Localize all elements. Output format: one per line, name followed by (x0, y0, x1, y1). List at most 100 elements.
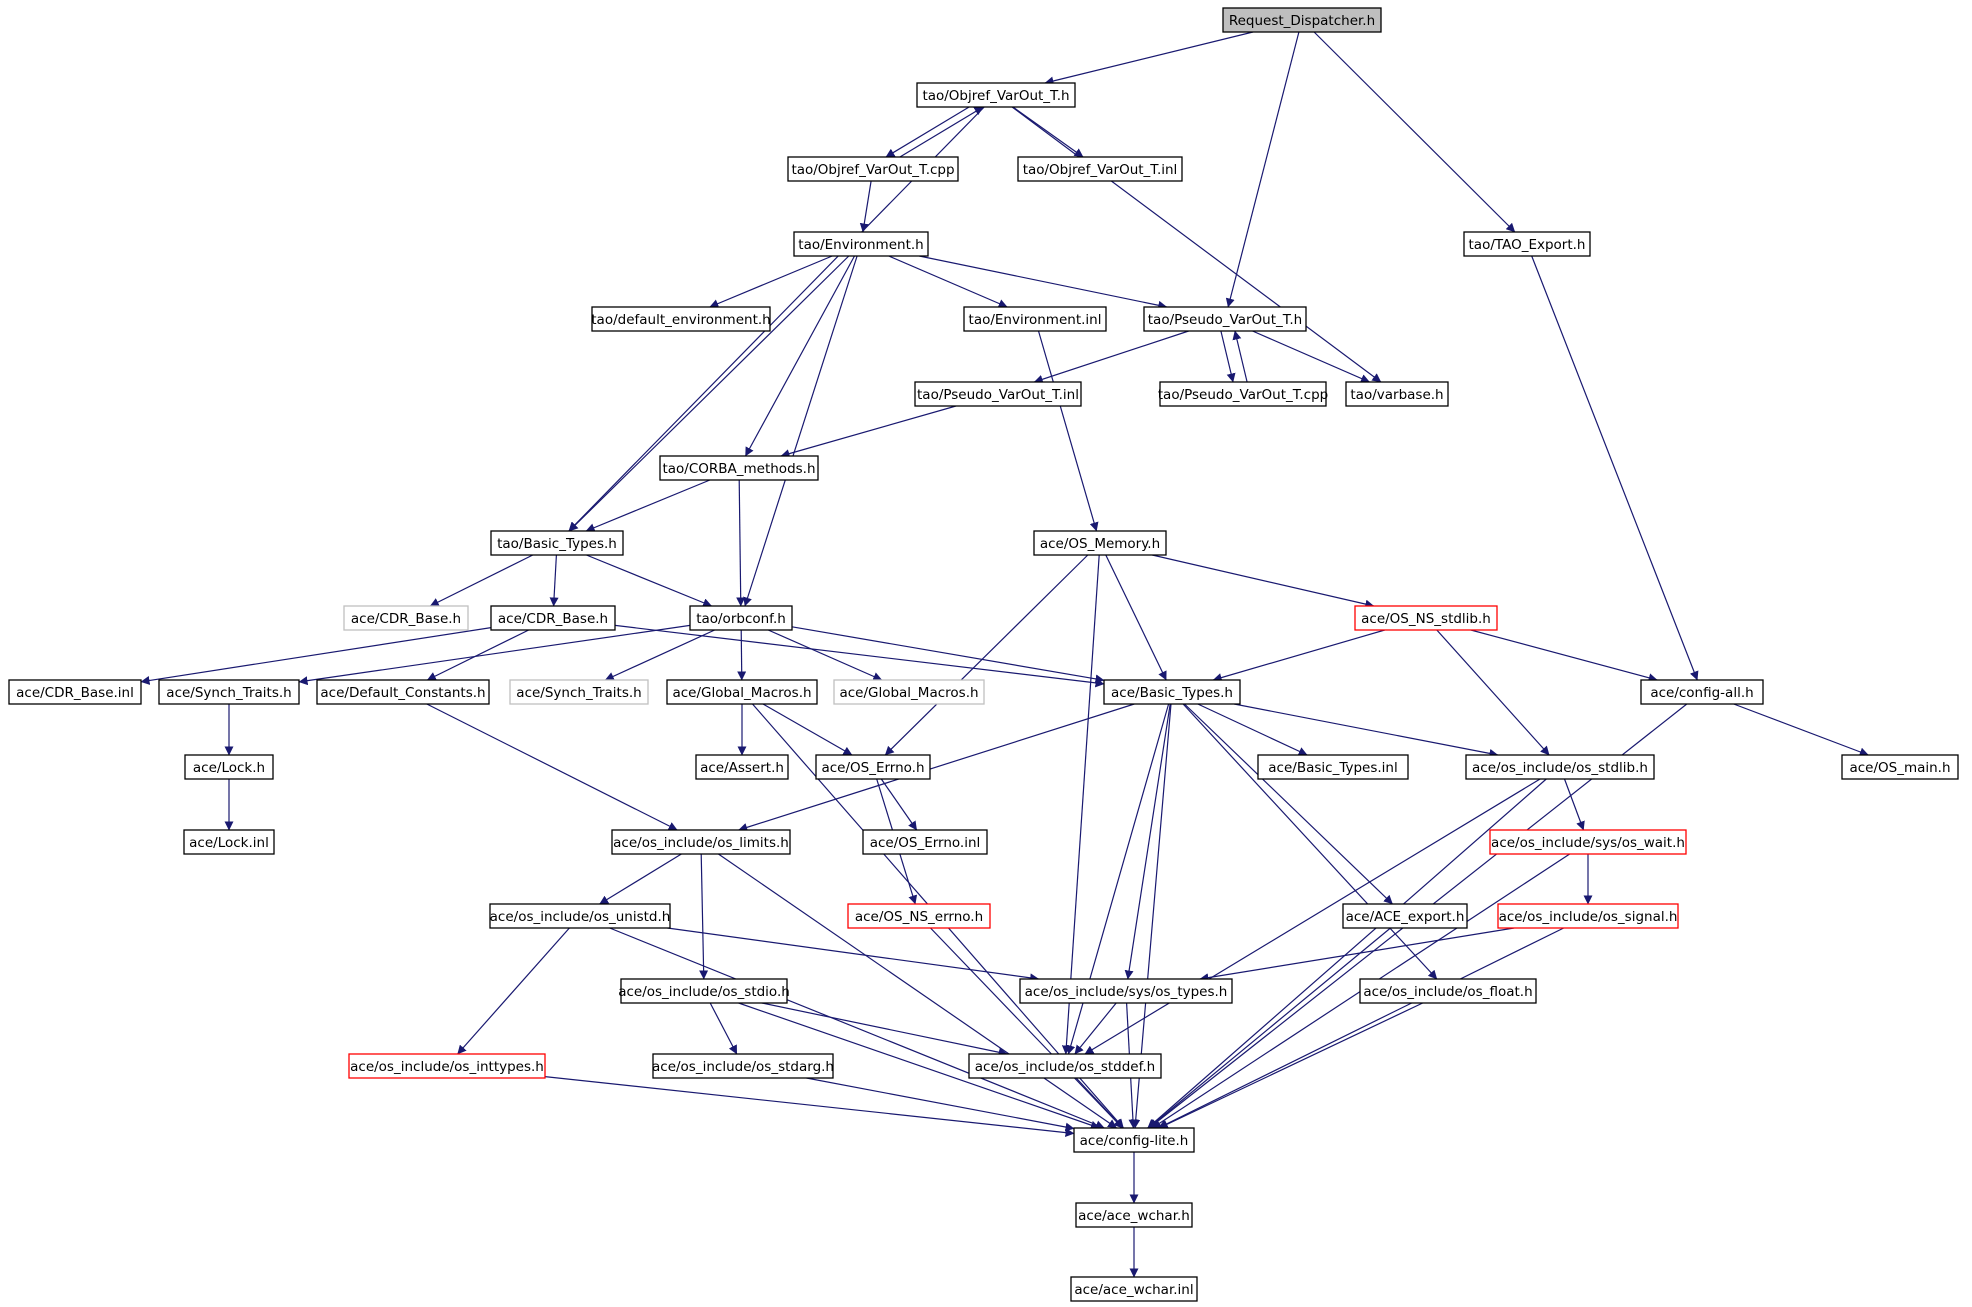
node-label: ace/CDR_Base.h (498, 611, 608, 627)
node-box (1073, 1127, 1195, 1153)
node-pseudo_varout_inl[interactable]: tao/Pseudo_VarOut_T.inl (914, 381, 1082, 407)
node-synch_traits_gray[interactable]: ace/Synch_Traits.h (509, 679, 649, 705)
node-os_ns_stdlib[interactable]: ace/OS_NS_stdlib.h (1354, 605, 1498, 631)
node-pseudo_varout_cpp[interactable]: tao/Pseudo_VarOut_T.cpp (1158, 381, 1328, 407)
node-basic_types_inl[interactable]: ace/Basic_Types.inl (1257, 754, 1409, 780)
edge-os_errno-to-os_errno_inl (880, 778, 918, 831)
node-cdr_base_gray[interactable]: ace/CDR_Base.h (343, 605, 469, 631)
edge-tao_basic_types-to-cdr_base_gray (429, 554, 534, 607)
node-box (666, 679, 818, 705)
node-lock_inl[interactable]: ace/Lock.inl (183, 829, 275, 855)
edge-pseudo_varout_inl-to-corba_methods (780, 405, 957, 458)
node-box (158, 679, 300, 705)
node-os_stdlib[interactable]: ace/os_include/os_stdlib.h (1465, 754, 1655, 780)
node-cdr_base_inl[interactable]: ace/CDR_Base.inl (8, 679, 142, 705)
node-os_inttypes[interactable]: ace/os_include/os_inttypes.h (348, 1053, 546, 1079)
edge-os_stdio-to-os_stdarg (709, 1002, 738, 1055)
node-os_limits[interactable]: ace/os_include/os_limits.h (611, 829, 791, 855)
node-synch_traits[interactable]: ace/Synch_Traits.h (158, 679, 300, 705)
node-global_macros[interactable]: ace/Global_Macros.h (666, 679, 818, 705)
node-orbconf[interactable]: tao/orbconf.h (689, 605, 793, 631)
node-box (1465, 754, 1655, 780)
node-os_signal[interactable]: ace/os_include/os_signal.h (1497, 903, 1679, 929)
node-objref_varout_h[interactable]: tao/Objref_VarOut_T.h (916, 82, 1076, 108)
node-config_lite[interactable]: ace/config-lite.h (1073, 1127, 1195, 1153)
edge-objref_varout_cpp-to-environment_h (859, 180, 872, 233)
edge-orbconf-to-global_macros_gray (767, 629, 883, 681)
node-corba_methods[interactable]: tao/CORBA_methods.h (659, 455, 819, 481)
node-box (184, 754, 274, 780)
node-box (8, 679, 142, 705)
node-ace_basic_types[interactable]: ace/Basic_Types.h (1103, 679, 1241, 705)
node-box (916, 82, 1076, 108)
node-objref_varout_cpp[interactable]: tao/Objref_VarOut_T.cpp (787, 156, 959, 182)
node-ace_wchar_h[interactable]: ace/ace_wchar.h (1075, 1202, 1193, 1228)
node-label: tao/orbconf.h (696, 611, 786, 627)
node-label: Request_Dispatcher.h (1229, 13, 1375, 29)
node-label: ace/OS_main.h (1849, 760, 1950, 776)
node-label: ace/os_include/os_signal.h (1499, 909, 1678, 925)
node-os_stdio[interactable]: ace/os_include/os_stdio.h (618, 978, 790, 1004)
node-label: ace/os_include/os_stdlib.h (1472, 760, 1648, 776)
node-box (1257, 754, 1409, 780)
node-box (316, 679, 490, 705)
node-global_macros_gray[interactable]: ace/Global_Macros.h (833, 679, 985, 705)
node-default_environment[interactable]: tao/default_environment.h (591, 306, 771, 332)
node-box (1497, 903, 1679, 929)
node-label: tao/Pseudo_VarOut_T.inl (917, 387, 1079, 403)
node-os_wait[interactable]: ace/os_include/sys/os_wait.h (1489, 829, 1687, 855)
edge-ace_basic_types-to-os_limits (738, 703, 1135, 832)
node-os_float[interactable]: ace/os_include/os_float.h (1359, 978, 1537, 1004)
node-label: ace/os_include/os_inttypes.h (350, 1059, 544, 1075)
node-label: ace/os_include/os_unistd.h (490, 909, 671, 925)
node-label: ace/os_include/sys/os_wait.h (1491, 835, 1685, 851)
edge-tao_basic_types-to-cdr_base (549, 554, 559, 607)
node-environment_inl[interactable]: tao/Environment.inl (963, 306, 1107, 332)
edge-corba_methods-to-orbconf (736, 479, 746, 607)
node-lock_h[interactable]: ace/Lock.h (184, 754, 274, 780)
node-os_stdarg[interactable]: ace/os_include/os_stdarg.h (652, 1053, 834, 1079)
node-default_constants[interactable]: ace/Default_Constants.h (316, 679, 490, 705)
edge-objref_varout_h-to-objref_varout_cpp (885, 106, 970, 158)
node-os_ns_errno[interactable]: ace/OS_NS_errno.h (847, 903, 991, 929)
node-objref_varout_inl[interactable]: tao/Objref_VarOut_T.inl (1017, 156, 1183, 182)
node-label: ace/ace_wchar.h (1078, 1208, 1190, 1224)
node-environment_h[interactable]: tao/Environment.h (793, 231, 929, 257)
node-box (1640, 679, 1764, 705)
node-os_types[interactable]: ace/os_include/sys/os_types.h (1019, 978, 1233, 1004)
node-tao_basic_types[interactable]: tao/Basic_Types.h (490, 530, 624, 556)
edge-environment_h-to-tao_basic_types (568, 255, 850, 532)
node-os_errno[interactable]: ace/OS_Errno.h (815, 754, 931, 780)
node-box (1354, 605, 1498, 631)
node-os_errno_inl[interactable]: ace/OS_Errno.inl (862, 829, 988, 855)
node-box (652, 1053, 834, 1079)
node-assert_h[interactable]: ace/Assert.h (695, 754, 789, 780)
node-ace_export[interactable]: ace/ACE_export.h (1342, 903, 1468, 929)
edge-os_signal-to-config_lite (1157, 927, 1564, 1129)
node-label: ace/Assert.h (700, 760, 784, 776)
edge-request_dispatcher-to-objref_varout_h (1044, 31, 1254, 86)
node-request_dispatcher[interactable]: Request_Dispatcher.h (1222, 7, 1382, 33)
node-varbase[interactable]: tao/varbase.h (1345, 381, 1449, 407)
node-os_memory[interactable]: ace/OS_Memory.h (1033, 530, 1167, 556)
node-tao_export[interactable]: tao/TAO_Export.h (1463, 231, 1591, 257)
edge-ace_basic_types-to-basic_types_inl (1197, 703, 1308, 756)
node-label: ace/ACE_export.h (1346, 909, 1465, 925)
edge-corba_methods-to-tao_basic_types (585, 479, 711, 532)
node-label: tao/Objref_VarOut_T.h (922, 88, 1069, 104)
node-box (1222, 7, 1382, 33)
node-label: tao/varbase.h (1350, 387, 1443, 403)
node-cdr_base[interactable]: ace/CDR_Base.h (490, 605, 616, 631)
node-ace_wchar_inl[interactable]: ace/ace_wchar.inl (1070, 1276, 1198, 1302)
node-pseudo_varout_h[interactable]: tao/Pseudo_VarOut_T.h (1143, 306, 1307, 332)
node-os_stddef[interactable]: ace/os_include/os_stddef.h (968, 1053, 1162, 1079)
edge-ace_basic_types-to-os_stdlib (1233, 703, 1499, 758)
node-os_unistd[interactable]: ace/os_include/os_unistd.h (489, 903, 671, 929)
node-os_main[interactable]: ace/OS_main.h (1841, 754, 1959, 780)
node-config_all[interactable]: ace/config-all.h (1640, 679, 1764, 705)
edge-os_unistd-to-os_types (667, 927, 1040, 983)
node-label: ace/os_include/sys/os_types.h (1025, 984, 1228, 1000)
edge-os_limits-to-config_lite (718, 853, 1117, 1129)
node-box (695, 754, 789, 780)
edge-ace_basic_types-to-os_float (1182, 703, 1438, 980)
